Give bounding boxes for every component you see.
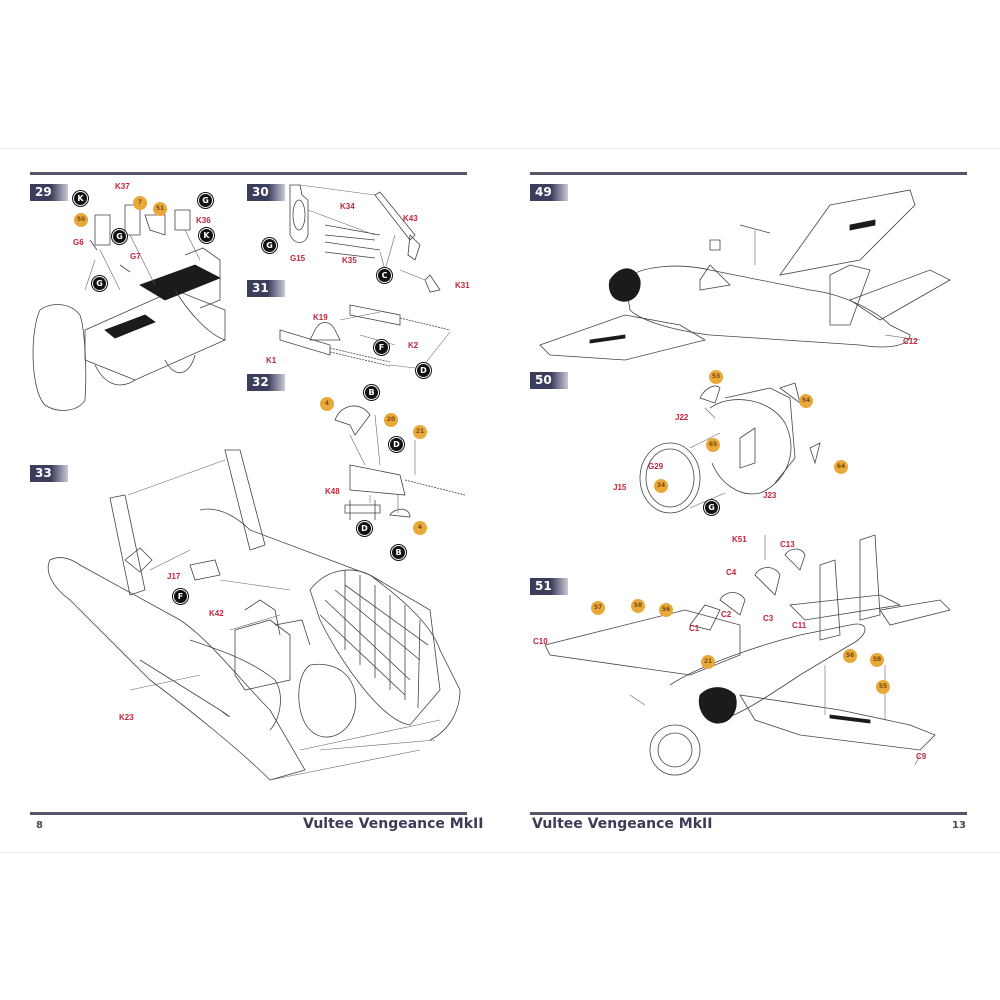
decal-marker: 21: [701, 655, 715, 669]
sprue-letter-marker: D: [389, 437, 404, 452]
footer-title: Vultee Vengeance MkII: [532, 816, 713, 832]
part-label: C13: [780, 540, 795, 549]
step-number-badge: 50: [530, 372, 568, 389]
part-label: K34: [340, 202, 355, 211]
sprue-letter-marker: K: [73, 191, 88, 206]
decal-marker: 65: [706, 438, 720, 452]
header-rule: [530, 172, 967, 175]
part-label: G29: [648, 462, 664, 471]
part-label: K1: [266, 356, 277, 365]
decal-marker: 34: [654, 479, 668, 493]
footer-rule: [530, 812, 967, 815]
decal-marker: 64: [834, 460, 848, 474]
step-number-badge: 29: [30, 184, 68, 201]
decal-marker: 58: [870, 653, 884, 667]
part-label: C3: [763, 614, 774, 623]
step-number-badge: 33: [30, 465, 68, 482]
part-label: G7: [130, 252, 141, 261]
decal-marker: 56: [843, 649, 857, 663]
left-page: 29 K K37 50 7 51 G K36 K G G6 G7 G 30: [30, 172, 484, 832]
sprue-letter-marker: G: [704, 500, 719, 515]
part-label: C2: [721, 610, 732, 619]
decal-marker: 7: [133, 196, 147, 210]
sprue-letter-marker: G: [198, 193, 213, 208]
part-label: K2: [408, 341, 419, 350]
part-label: G15: [290, 254, 306, 263]
part-label: K43: [403, 214, 418, 223]
step-number-badge: 31: [247, 280, 285, 297]
part-label: C12: [903, 337, 918, 346]
part-label: K35: [342, 256, 357, 265]
part-label: K42: [209, 609, 224, 618]
step-number-badge: 51: [530, 578, 568, 595]
step-30-control-linkage-drawing: [289, 184, 441, 293]
part-label: K36: [196, 216, 211, 225]
part-label: C11: [792, 621, 807, 630]
part-label: K37: [115, 182, 130, 191]
step-32-gun-assembly-drawing: [334, 405, 466, 520]
page-number: 13: [952, 820, 966, 831]
decal-marker: 4: [320, 397, 334, 411]
footer-title: Vultee Vengeance MkII: [303, 816, 484, 832]
step-50-engine-cowl-drawing: [639, 382, 821, 514]
step-49-aircraft-drawing: [539, 189, 951, 361]
sprue-letter-marker: K: [199, 228, 214, 243]
sprue-letter-marker: D: [357, 521, 372, 536]
sprue-letter-marker: C: [377, 268, 392, 283]
sprue-letter-marker: D: [416, 363, 431, 378]
sprue-letter-marker: B: [364, 385, 379, 400]
part-label: K48: [325, 487, 340, 496]
page-number: 8: [36, 820, 43, 831]
step-31-machine-gun-drawing: [279, 304, 451, 371]
step-number-badge: 49: [530, 184, 568, 201]
sprue-letter-marker: B: [391, 545, 406, 560]
footer-rule: [30, 812, 467, 815]
step-29-seat-frame-drawing: [32, 204, 226, 411]
decal-marker: 20: [384, 413, 398, 427]
header-rule: [30, 172, 467, 175]
sprue-letter-marker: G: [92, 276, 107, 291]
decal-marker: 56: [659, 603, 673, 617]
step-33-fuselage-drawing: [47, 449, 461, 781]
sprue-letter-marker: G: [112, 229, 127, 244]
decal-marker: 58: [631, 599, 645, 613]
decal-marker: 57: [591, 601, 605, 615]
part-label: C4: [726, 568, 737, 577]
decal-marker: 54: [799, 394, 813, 408]
part-label: G6: [73, 238, 84, 247]
part-label: K51: [732, 535, 747, 544]
decal-marker: 50: [74, 213, 88, 227]
part-label: J23: [763, 491, 777, 500]
decal-marker: 53: [709, 370, 723, 384]
part-label: K19: [313, 313, 328, 322]
decal-marker: 51: [153, 202, 167, 216]
sprue-letter-marker: F: [173, 589, 188, 604]
part-label: C10: [533, 637, 548, 646]
part-label: J15: [613, 483, 627, 492]
part-label: J22: [675, 413, 689, 422]
decal-marker: 21: [413, 425, 427, 439]
part-label: J17: [167, 572, 181, 581]
sheet-edge-top: [0, 148, 1000, 149]
part-label: C9: [916, 752, 927, 761]
step-51-aircraft-canopy-drawing: [544, 534, 951, 776]
sheet-edge-bottom: [0, 852, 1000, 853]
part-label: C1: [689, 624, 700, 633]
sprue-letter-marker: G: [262, 238, 277, 253]
right-page: 49 C12 50 53 54 J22 65: [500, 0, 1000, 1000]
part-label: K23: [119, 713, 134, 722]
sprue-letter-marker: F: [374, 340, 389, 355]
part-label: K31: [455, 281, 470, 290]
decal-marker: 4: [413, 521, 427, 535]
step-number-badge: 32: [247, 374, 285, 391]
decal-marker: 55: [876, 680, 890, 694]
step-number-badge: 30: [247, 184, 285, 201]
